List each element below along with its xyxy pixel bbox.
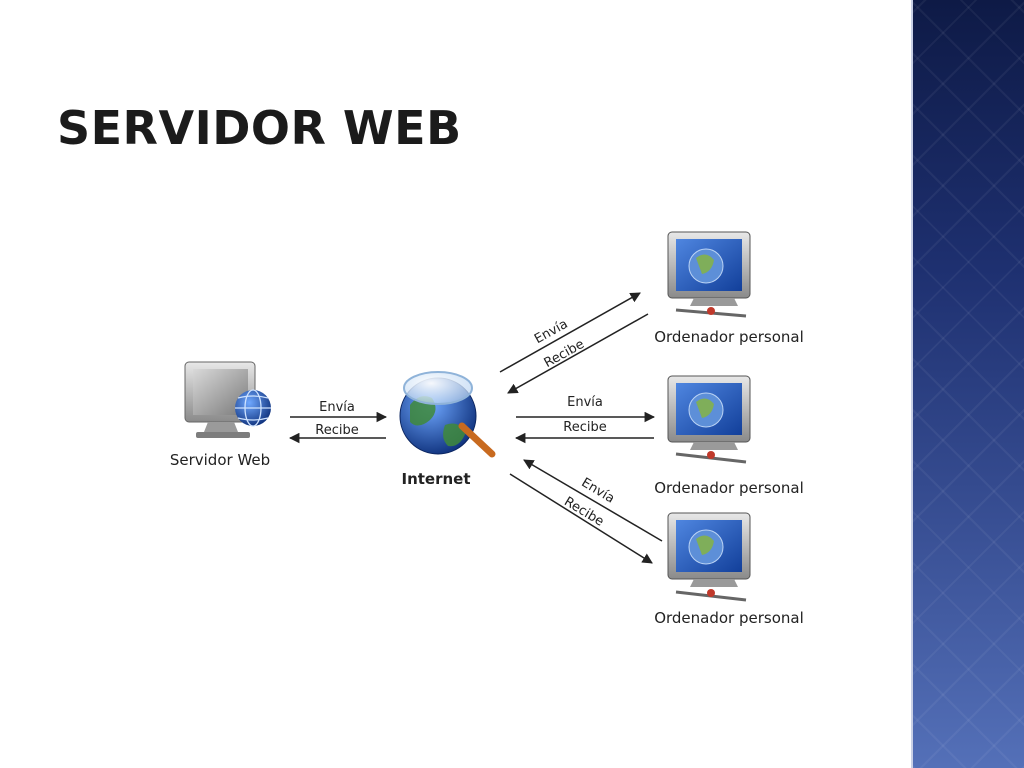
decorative-side-band	[913, 0, 1024, 768]
server-send-label: Envía	[319, 400, 355, 415]
server-label: Servidor Web	[170, 451, 270, 469]
server-receive-label: Recibe	[315, 423, 358, 438]
pc-middle-label: Ordenador personal	[654, 479, 804, 497]
arrow-pc-top-to-internet	[507, 313, 649, 394]
personal-computer-icon	[667, 375, 751, 464]
pc-bottom-label: Ordenador personal	[654, 609, 804, 627]
magnifier-handle-icon	[458, 422, 496, 458]
server-computer-icon	[184, 361, 271, 438]
pc-top-label: Ordenador personal	[654, 328, 804, 346]
personal-computer-icon	[667, 512, 751, 602]
band-divider	[911, 0, 913, 768]
pc-bottom-send-label: Envía	[579, 475, 617, 506]
internet-label: Internet	[401, 470, 470, 488]
arrow-internet-to-pc-top	[499, 292, 641, 373]
internet-globe-icon	[399, 371, 496, 458]
pc-middle-send-label: Envía	[567, 395, 603, 410]
arrow-pc-bottom-to-internet	[523, 459, 663, 542]
network-diagram: Servidor Web Envía Recibe Internet Envía…	[170, 231, 804, 627]
magnifier-lens-icon	[403, 371, 473, 405]
pc-middle-receive-label: Recibe	[563, 420, 606, 435]
slide-title: SERVIDOR WEB	[57, 101, 462, 155]
arrow-internet-to-pc-bottom	[509, 473, 653, 564]
personal-computer-icon	[667, 231, 751, 318]
